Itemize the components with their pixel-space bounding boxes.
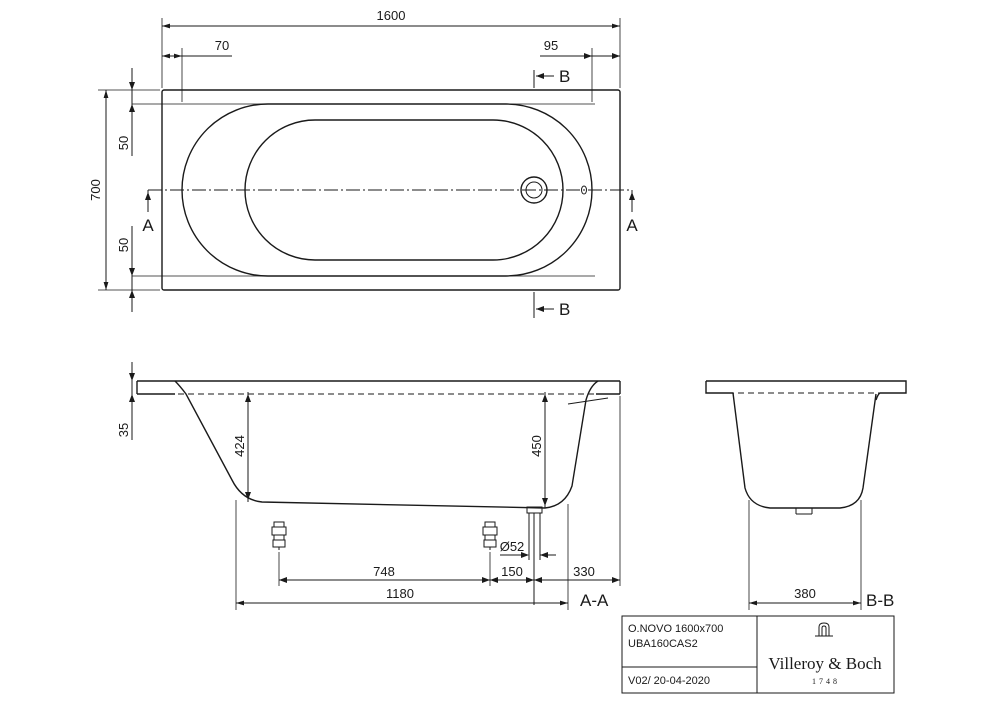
foot-right <box>482 521 498 550</box>
side-view: 424 450 35 <box>116 362 621 610</box>
dim-lower-rim: 50 <box>116 238 131 252</box>
dim-length: 1600 <box>377 8 406 23</box>
tub-profile <box>174 380 599 509</box>
dim-bottom-width: 380 <box>794 586 816 601</box>
version-date: V02/ 20-04-2020 <box>628 675 710 687</box>
end-view: 380 B-B <box>705 380 907 610</box>
dim-upper-rim: 50 <box>116 136 131 150</box>
foot-left <box>271 521 287 550</box>
dim-drain-offset: 150 <box>501 564 523 579</box>
product-code: UBA160CAS2 <box>628 638 698 650</box>
drain-pipe <box>526 506 543 605</box>
dim-drain-to-end: 330 <box>573 564 595 579</box>
brand-year: 1748 <box>812 677 840 686</box>
dim-foot-spacing: 748 <box>373 564 395 579</box>
dim-depth-left: 424 <box>232 435 247 457</box>
dim-drain-diameter: Ø52 <box>500 539 525 554</box>
overflow <box>581 185 587 195</box>
dim-depth-right: 450 <box>529 435 544 457</box>
section-label-a-a: A-A <box>580 591 609 610</box>
brand-logo-icon <box>815 622 833 637</box>
section-b-top: B <box>559 67 570 86</box>
title-block: O.NOVO 1600x700 UBA160CAS2 V02/ 20-04-20… <box>621 615 895 694</box>
top-view: 1600 70 95 700 50 50 A A <box>88 8 638 319</box>
product-name: O.NOVO 1600x700 <box>628 623 723 635</box>
dim-bottom-length: 1180 <box>386 586 414 601</box>
section-a-left: A <box>142 216 154 235</box>
section-label-b-b: B-B <box>866 591 894 610</box>
end-profile <box>732 392 877 509</box>
dim-rim-height: 35 <box>116 423 131 437</box>
brand-name: Villeroy & Boch <box>768 654 882 673</box>
dim-right-offset: 95 <box>544 38 558 53</box>
section-b-bottom: B <box>559 300 570 319</box>
dim-left-offset: 70 <box>215 38 229 53</box>
section-a-right: A <box>626 216 638 235</box>
dim-width: 700 <box>88 179 103 201</box>
